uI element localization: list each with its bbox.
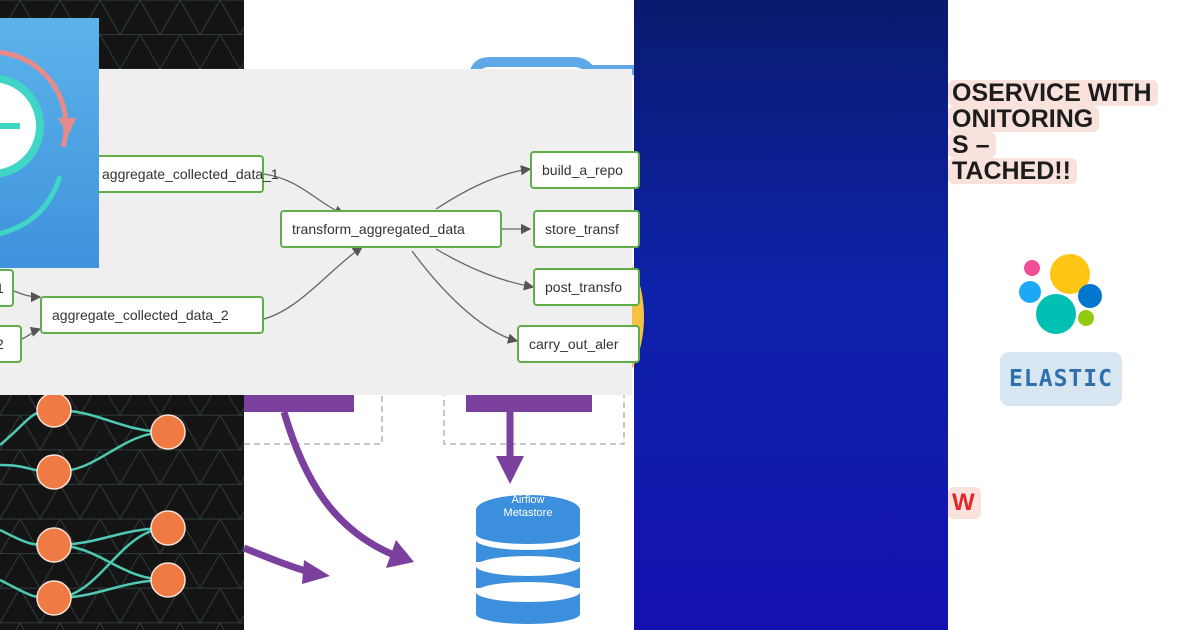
headline-line-2: ONITORING <box>948 106 1100 132</box>
architecture-diagram <box>242 57 634 624</box>
dag-node-alert[interactable]: carry_out_aler <box>517 325 640 363</box>
network-node <box>36 392 72 428</box>
network-node <box>150 562 186 598</box>
blue-gradient-panel <box>634 0 948 630</box>
headline-line-4: TACHED!! <box>948 158 1077 184</box>
dag-node-transform[interactable]: transform_aggregated_data <box>280 210 502 248</box>
arrow-heads <box>302 456 524 584</box>
elastic-brand-badge: ELASTIC <box>1000 352 1122 406</box>
dashed-box-right <box>443 390 625 445</box>
network-node <box>36 454 72 490</box>
metastore-label-line2: Metastore <box>503 507 553 519</box>
bottom-fragment-badge: W <box>948 487 981 519</box>
network-nodes <box>36 392 186 616</box>
dag-node-build-report[interactable]: build_a_repo <box>530 151 640 189</box>
purple-arrows <box>242 411 514 576</box>
database-icon <box>476 495 580 624</box>
dag-node-store[interactable]: store_transf <box>533 210 640 248</box>
dag-node-aggregate-1[interactable]: aggregate_collected_data_1 <box>90 155 279 193</box>
elastic-brand-label: ELASTIC <box>1009 366 1113 392</box>
dag-node-left-bottom[interactable]: 2 <box>0 325 22 363</box>
network-node <box>36 580 72 616</box>
elastic-logo-icon <box>1019 254 1102 334</box>
dashed-box-left <box>244 390 383 445</box>
purple-bar-left <box>244 390 354 412</box>
clock-refresh-icon <box>0 49 76 237</box>
metastore-label: Airflow Metastore <box>476 494 580 520</box>
network-node <box>36 527 72 563</box>
elastic-article-panel: OSERVICE WITH ONITORING S – TACHED!! ELA… <box>948 0 1200 630</box>
airflow-dag-graph: aggregate_collected_data_1 aggregate_col… <box>0 69 640 395</box>
purple-bar-right <box>466 390 592 412</box>
headline-line-1: OSERVICE WITH <box>948 80 1158 106</box>
clock-icon-panel <box>0 18 99 268</box>
network-node <box>150 510 186 546</box>
dag-node-left-top[interactable]: 1 <box>0 269 14 307</box>
metastore-label-line1: Airflow <box>511 494 545 506</box>
dag-node-post[interactable]: post_transfo <box>533 268 640 306</box>
headline-line-3: S – <box>948 132 996 158</box>
dag-node-aggregate-2[interactable]: aggregate_collected_data_2 <box>40 296 264 334</box>
network-node <box>150 414 186 450</box>
